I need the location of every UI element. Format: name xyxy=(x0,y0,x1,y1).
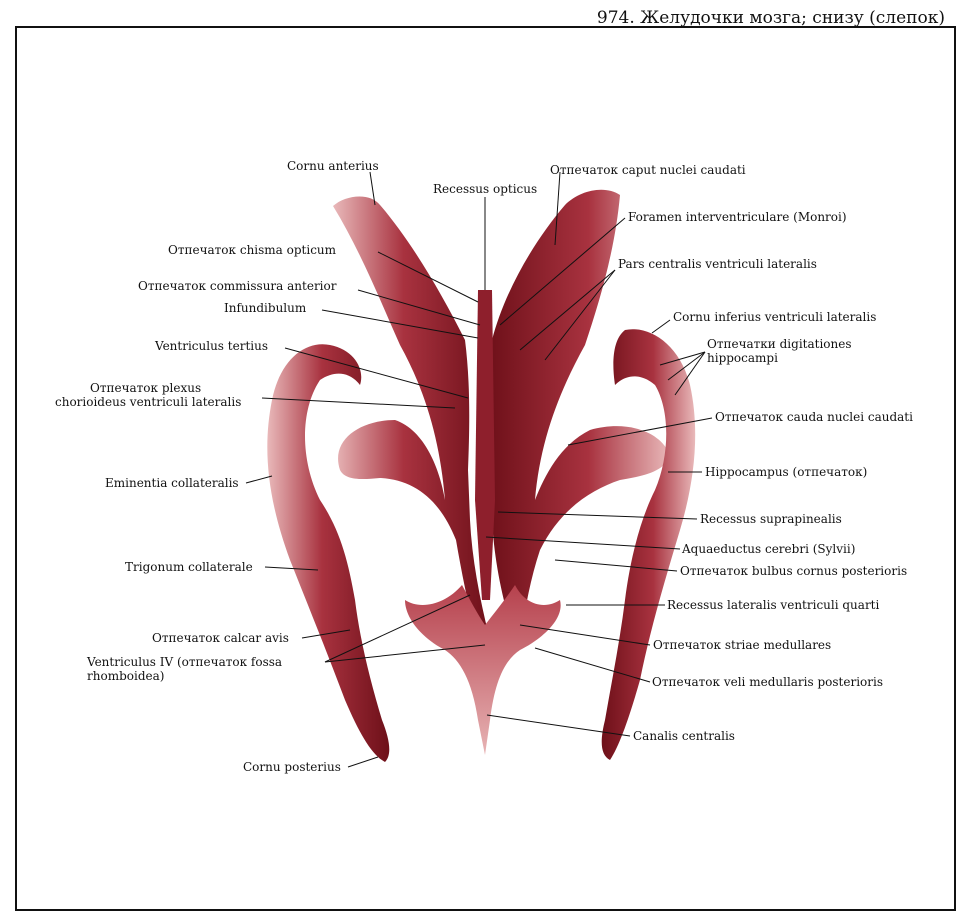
label-eminentia-collateralis: Eminentia collateralis xyxy=(105,476,239,490)
label-ventriculus-tertius: Ventriculus tertius xyxy=(154,339,268,353)
label-trigonum-collaterale: Trigonum collaterale xyxy=(125,560,253,574)
label-cornu-inferius: Cornu inferius ventriculi lateralis xyxy=(673,310,876,324)
label-caput-nuclei-caudati: Отпечаток caput nuclei caudati xyxy=(550,163,746,177)
third-ventricle-shape xyxy=(475,290,495,600)
label-ventriculus-iv-line1: Ventriculus IV (отпечаток fossa xyxy=(86,655,282,669)
label-calcar-avis: Отпечаток calcar avis xyxy=(152,631,289,645)
label-digitationes-line2: hippocampi xyxy=(707,351,778,365)
label-striae-medullares: Отпечаток striae medullares xyxy=(653,638,831,652)
label-digitationes-line1: Отпечатки digitationes xyxy=(707,337,852,351)
label-foramen-interventriculare: Foramen interventriculare (Monroi) xyxy=(628,210,847,224)
label-aquaeductus: Aquaeductus cerebri (Sylvii) xyxy=(681,542,855,556)
label-cauda-nuclei-caudati: Отпечаток cauda nuclei caudati xyxy=(715,410,913,424)
label-chisma-opticum: Отпечаток chisma opticum xyxy=(168,243,337,257)
label-commissura-anterior: Отпечаток commissura anterior xyxy=(138,279,337,293)
left-lateral-ventricle-shape xyxy=(333,196,490,651)
label-recessus-lateralis: Recessus lateralis ventriculi quarti xyxy=(667,598,880,612)
label-veli-medullaris: Отпечаток veli medullaris posterioris xyxy=(652,675,883,689)
label-hippocampus: Hippocampus (отпечаток) xyxy=(705,465,867,479)
fourth-ventricle-shape xyxy=(405,585,561,755)
right-inferior-horn-shape xyxy=(601,329,696,760)
label-plexus-line1: Отпечаток plexus xyxy=(90,381,201,395)
labels: Cornu anterius Recessus opticus Отпечато… xyxy=(55,159,913,774)
label-cornu-anterius: Cornu anterius xyxy=(287,159,379,173)
header: 974. Желудочки мозга; снизу (слепок) xyxy=(0,4,973,30)
label-infundibulum: Infundibulum xyxy=(224,301,307,315)
leader-lines xyxy=(245,171,713,768)
figure-frame xyxy=(15,26,956,911)
left-posterior-horn-shape xyxy=(267,344,390,762)
label-recessus-opticus: Recessus opticus xyxy=(433,182,537,196)
label-cornu-posterius: Cornu posterius xyxy=(243,760,341,774)
figure-title: 974. Желудочки мозга; снизу (слепок) xyxy=(596,8,945,28)
right-lateral-ventricle-shape xyxy=(488,189,670,640)
label-pars-centralis: Pars centralis ventriculi lateralis xyxy=(618,257,817,271)
label-recessus-suprapinealis: Recessus suprapinealis xyxy=(700,512,842,526)
label-canalis-centralis: Canalis centralis xyxy=(633,729,735,743)
label-plexus-line2: chorioideus ventriculi lateralis xyxy=(55,395,241,409)
label-bulbus-cornus: Отпечаток bulbus cornus posterioris xyxy=(680,564,907,578)
label-ventriculus-iv-line2: rhomboidea) xyxy=(87,669,164,683)
